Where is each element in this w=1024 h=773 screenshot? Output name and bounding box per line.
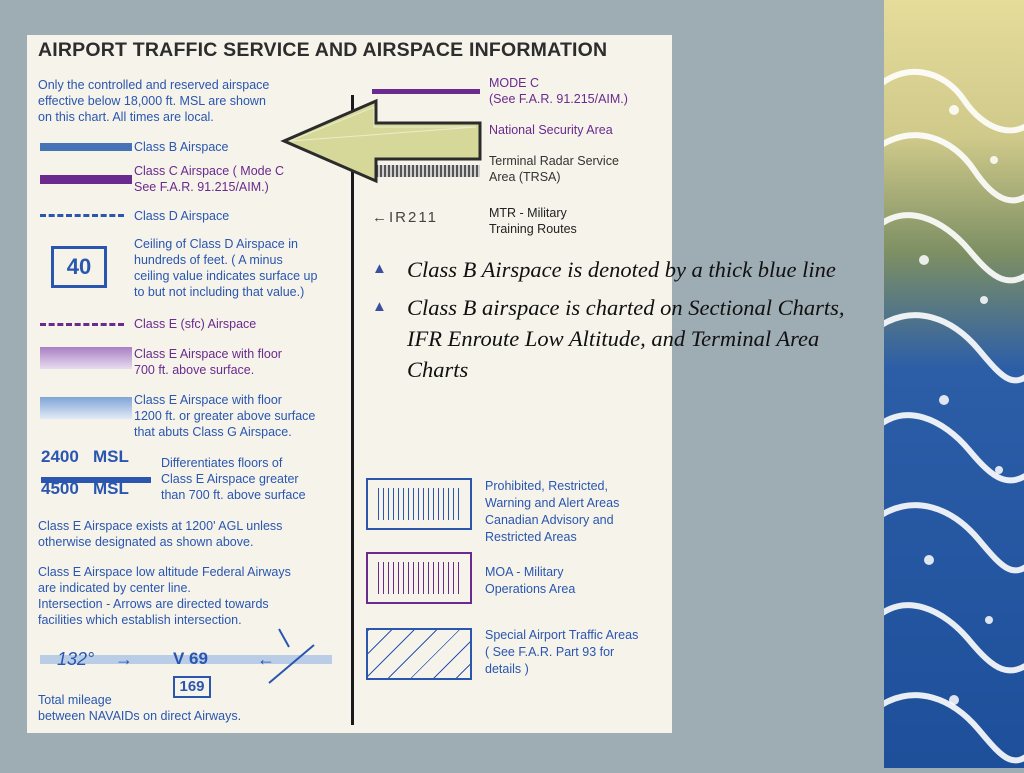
airway-bearing: 132° — [57, 649, 95, 669]
class-e-1200-label: Class E Airspace with floor 1200 ft. or … — [134, 392, 315, 440]
agl-line: otherwise designated as shown above. — [38, 535, 254, 549]
mode-c-line: (See F.A.R. 91.215/AIM.) — [489, 92, 628, 106]
class-e-1200-shade-sample — [40, 397, 132, 419]
special-line: ( See F.A.R. Part 93 for — [485, 645, 615, 659]
airway-centerline-sample — [40, 655, 332, 664]
airway-arrow-icon: → — [115, 649, 133, 669]
msl-bottom-value: 4500 MSL — [41, 479, 129, 498]
msl-line: than 700 ft. above surface — [161, 488, 306, 502]
prohibited-area-sample — [366, 478, 472, 530]
mileage-description: Total mileage between NAVAIDs on direct … — [38, 692, 241, 724]
left-arrow-icon — [280, 98, 482, 184]
class-e-700-line: 700 ft. above surface. — [134, 363, 255, 377]
prohibited-line: Canadian Advisory and — [485, 513, 614, 527]
legend-intro: Only the controlled and reserved airspac… — [38, 77, 269, 125]
special-traffic-area-sample — [366, 628, 472, 680]
mileage-line: between NAVAIDs on direct Airways. — [38, 709, 242, 723]
bullet-item: ▲ Class B Airspace is denoted by a thick… — [372, 254, 867, 285]
msl-floor-sample: 2400 MSL 4500 MSL — [41, 447, 161, 509]
intro-line: on this chart. All times are local. — [38, 110, 214, 124]
class-e-sfc-dashed-sample — [40, 323, 124, 326]
msl-line: Differentiates floors of — [161, 456, 283, 470]
ceiling-value-sample: 40 — [51, 246, 107, 288]
mode-c-line-sample — [372, 89, 480, 94]
moa-line: MOA - Military — [485, 565, 564, 579]
bullet-text: Class B airspace is charted on Sectional… — [407, 295, 845, 382]
mode-c-line: MODE C — [489, 76, 539, 90]
msl-top-value: 2400 MSL — [41, 447, 129, 466]
class-e-sfc-label: Class E (sfc) Airspace — [134, 317, 257, 331]
ceiling-line: Ceiling of Class D Airspace in — [134, 237, 298, 251]
wave-graphic — [871, 69, 1024, 764]
class-b-line-sample — [40, 143, 132, 151]
ceiling-line: ceiling value indicates surface up — [134, 269, 318, 283]
mode-c-label: MODE C (See F.A.R. 91.215/AIM.) — [489, 75, 628, 107]
airways-line: facilities which establish intersection. — [38, 613, 242, 627]
trsa-line: Area (TRSA) — [489, 170, 561, 184]
class-e-700-line: Class E Airspace with floor — [134, 347, 282, 361]
mtr-sample-text: IR211 — [389, 209, 438, 226]
arrowhead-bullet-icon: ▲ — [372, 299, 387, 315]
class-c-line: See F.A.R. 91.215/AIM.) — [134, 180, 269, 194]
airways-line: Intersection - Arrows are directed towar… — [38, 597, 269, 611]
intro-line: Only the controlled and reserved airspac… — [38, 78, 270, 92]
mtr-arrow-icon: ← — [372, 209, 389, 226]
mileage-value-box: 169 — [173, 676, 211, 698]
mtr-line: Training Routes — [489, 222, 577, 236]
class-c-line: Class C Airspace ( Mode C — [134, 164, 285, 178]
prohibited-line: Prohibited, Restricted, — [485, 479, 608, 493]
trsa-line: Terminal Radar Service — [489, 154, 619, 168]
class-e-700-shade-sample — [40, 347, 132, 369]
class-e-1200-line: 1200 ft. or greater above surface — [134, 409, 316, 423]
legend-column-divider — [351, 95, 354, 725]
airways-line: Class E Airspace low altitude Federal Ai… — [38, 565, 291, 579]
trsa-label: Terminal Radar Service Area (TRSA) — [489, 153, 619, 185]
class-b-label: Class B Airspace — [134, 140, 229, 154]
class-d-label: Class D Airspace — [134, 209, 230, 223]
special-line: Special Airport Traffic Areas — [485, 628, 639, 642]
moa-label: MOA - Military Operations Area — [485, 564, 575, 598]
airways-note: Class E Airspace low altitude Federal Ai… — [38, 564, 291, 628]
bullet-list: ▲ Class B Airspace is denoted by a thick… — [372, 254, 867, 392]
agl-line: Class E Airspace exists at 1200' AGL unl… — [38, 519, 283, 533]
msl-divider-bar — [41, 477, 151, 483]
airway-name: V 69 — [173, 649, 208, 668]
trsa-hatch-sample — [372, 165, 480, 177]
ceiling-line: hundreds of feet. ( A minus — [134, 253, 283, 267]
special-label: Special Airport Traffic Areas ( See F.A.… — [485, 627, 638, 678]
nsa-label: National Security Area — [489, 123, 613, 137]
moa-area-sample — [366, 552, 472, 604]
mtr-label: MTR - Military Training Routes — [489, 205, 577, 237]
airways-line: are indicated by center line. — [38, 581, 191, 595]
intersection-arrow-icon: ← — [257, 649, 275, 669]
ceiling-description: Ceiling of Class D Airspace in hundreds … — [134, 236, 317, 300]
mtr-route-sample: ←IR211 — [372, 210, 482, 230]
agl-note: Class E Airspace exists at 1200' AGL unl… — [38, 518, 282, 550]
decorative-wave-strip — [871, 0, 1024, 768]
class-e-1200-line: that abuts Class G Airspace. — [134, 425, 292, 439]
intro-line: effective below 18,000 ft. MSL are shown — [38, 94, 266, 108]
class-e-700-label: Class E Airspace with floor 700 ft. abov… — [134, 346, 282, 378]
bullet-text: Class B Airspace is denoted by a thick b… — [407, 257, 836, 282]
class-e-1200-line: Class E Airspace with floor — [134, 393, 282, 407]
moa-line: Operations Area — [485, 582, 576, 596]
bullet-item: ▲ Class B airspace is charted on Section… — [372, 292, 867, 385]
class-c-label: Class C Airspace ( Mode C See F.A.R. 91.… — [134, 163, 284, 195]
arrowhead-bullet-icon: ▲ — [372, 261, 387, 277]
prohibited-line: Warning and Alert Areas — [485, 496, 620, 510]
intersection-arrows-icon — [268, 628, 315, 684]
prohibited-label: Prohibited, Restricted, Warning and Aler… — [485, 478, 619, 546]
class-c-line-sample — [40, 175, 132, 184]
prohibited-line: Restricted Areas — [485, 530, 577, 544]
msl-description: Differentiates floors of Class E Airspac… — [161, 455, 306, 503]
mtr-line: MTR - Military — [489, 206, 567, 220]
mileage-line: Total mileage — [38, 693, 112, 707]
msl-line: Class E Airspace greater — [161, 472, 299, 486]
class-d-dashed-sample — [40, 214, 124, 217]
ceiling-line: to but not including that value.) — [134, 285, 305, 299]
legend-title: AIRPORT TRAFFIC SERVICE AND AIRSPACE INF… — [38, 39, 608, 61]
special-line: details ) — [485, 662, 529, 676]
special-use-legend-image: Prohibited, Restricted, Warning and Aler… — [358, 452, 672, 733]
